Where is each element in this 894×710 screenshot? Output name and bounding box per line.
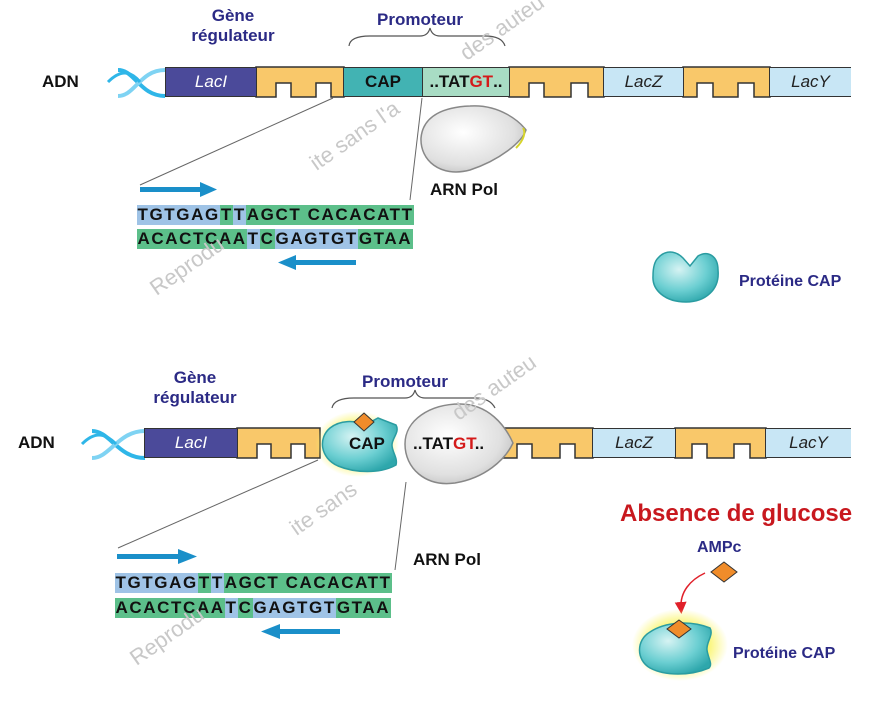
zoom-line [394,481,407,571]
gene-label-line1: Gène [211,6,255,25]
sequence-fragment: T [211,573,225,593]
operator-segment [236,427,321,459]
adn-label: ADN [18,433,55,452]
sequence-fragment: GTAA [358,229,413,249]
operator-segment [508,66,605,98]
operator-segment [682,66,771,98]
tatgt-highlight: GT [452,434,475,453]
sequence-fragment: GAGTGT [253,598,337,618]
promoter-brace [348,27,506,47]
ampc-diamond-icon [353,412,375,432]
ampc-diamond-icon [710,561,738,583]
lacy-gene-segment: LacY [765,428,851,458]
zoom-line [139,97,334,186]
gene-label-line1: Gène [173,368,217,387]
zoom-line [117,459,319,549]
protein-cap-legend-label: Protéine CAP [733,645,836,662]
lacz-gene-segment: LacZ [592,428,676,458]
forward-arrow-icon [140,182,217,197]
sequence-fragment: AGCT CACACATT [246,205,415,225]
laci-gene-segment: LacI [165,67,257,97]
arn-polymerase-shape [404,403,514,485]
operator-segment [255,66,345,98]
sequence-fragment: ACACTCAA [137,229,248,249]
arn-polymerase-shape [420,105,527,173]
tatgt-prefix: ..TAT [413,434,453,453]
cap-protein-shape [652,251,719,303]
reverse-arrow-icon [261,624,340,639]
operator-segment [499,427,594,459]
dna-helix-icon [106,68,166,98]
arn-pol-label: ARN Pol [430,180,498,199]
gene-regulateur-label: Gène régulateur [178,6,288,46]
protein-cap-legend-label: Protéine CAP [739,273,842,290]
promoteur-label: Promoteur [377,10,463,29]
sequence-fragment: C [238,598,253,618]
operator-segment [674,427,767,459]
lacy-gene-segment: LacY [769,67,851,97]
gene-regulateur-label: Gène régulateur [140,368,250,408]
reverse-arrow-icon [278,255,356,270]
cap-bound-label: CAP [349,434,385,453]
dna-helix-icon [80,429,146,460]
cap-protein-shape [638,622,712,675]
sequence-fragment: T [198,573,212,593]
binding-arrow [674,572,706,614]
gene-label-line2: régulateur [153,388,237,407]
promoter-brace [331,389,496,409]
sequence-fragment: TGTGAG [137,205,221,225]
tatgt-site-label: ..TATGT.. [413,434,484,454]
lacz-gene-segment: LacZ [603,67,684,97]
sequence-fragment: T [247,229,261,249]
sequence-fragment: C [260,229,275,249]
tatgt-suffix: .. [493,72,503,91]
sequence-fragment: T [220,205,234,225]
sequence-fragment: GAGTGT [275,229,359,249]
forward-arrow-icon [117,549,197,564]
gene-label-line2: régulateur [191,26,275,45]
ampc-label: AMPc [697,539,742,556]
tatgt-prefix: ..TAT [429,72,470,91]
condition-title: Absence de glucose [620,500,853,527]
ampc-diamond-icon [666,619,692,639]
sequence-fragment: TGTGAG [115,573,199,593]
adn-label: ADN [42,72,79,91]
sequence-fragment: AGCT CACACATT [224,573,393,593]
sequence-fragment: T [233,205,247,225]
sequence-fragment: ACACTCAA [115,598,226,618]
promoteur-label: Promoteur [362,372,448,391]
arn-pol-label: ARN Pol [413,550,481,569]
cap-site-segment: CAP [343,67,423,97]
tatgt-highlight: GT [469,72,494,91]
sequence-fragment: T [225,598,239,618]
zoom-line [409,97,423,201]
sequence-fragment: GTAA [336,598,391,618]
laci-gene-segment: LacI [144,428,238,458]
tatgt-suffix: .. [474,434,485,453]
